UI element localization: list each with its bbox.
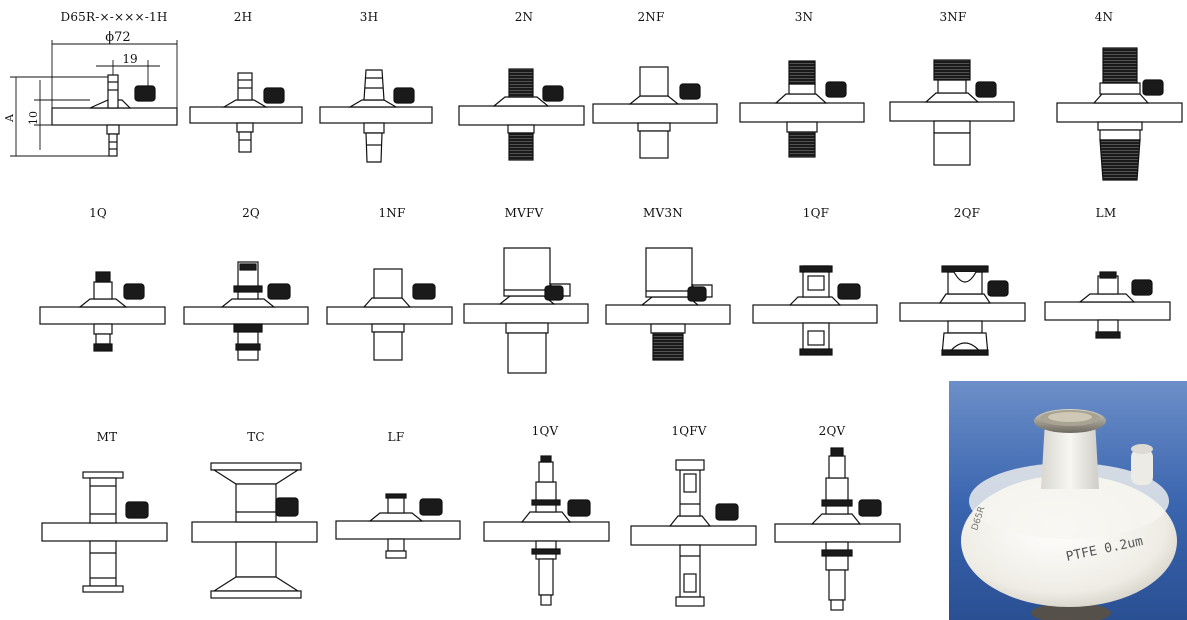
fitting-1qv: [483, 455, 610, 606]
label-tc: TC: [247, 430, 265, 444]
fitting-1qfv: [630, 459, 757, 607]
fitting-4n: [1056, 47, 1183, 181]
fitting-2qv: [774, 447, 901, 611]
fitting-1h: [51, 74, 178, 157]
label-2qf: 2QF: [953, 206, 981, 220]
dim-height: 10: [27, 111, 40, 125]
label-mt: MT: [96, 430, 118, 444]
label-1q: 1Q: [89, 206, 107, 220]
label-2q: 2Q: [242, 206, 260, 220]
label-mvfv: MVFV: [504, 206, 544, 220]
label-4n: 4N: [1094, 10, 1114, 24]
fitting-mt: [41, 471, 168, 593]
fitting-2nf: [592, 66, 718, 159]
fitting-mvfv: [463, 247, 589, 374]
label-2nf: 2NF: [637, 10, 665, 24]
fitting-lm: [1044, 271, 1171, 339]
fitting-tc: [191, 462, 318, 599]
fitting-3n: [739, 60, 865, 158]
label-1h: D65R-×-×××-1H: [60, 10, 168, 24]
label-2qv: 2QV: [818, 424, 846, 438]
fitting-2n: [458, 68, 585, 161]
fitting-mv3n: [605, 247, 731, 361]
fitting-1nf: [326, 268, 453, 361]
dim-overall: A: [3, 113, 16, 123]
fitting-2h: [189, 72, 303, 153]
label-2h: 2H: [233, 10, 253, 24]
fitting-1q: [39, 271, 166, 352]
fitting-2q: [183, 261, 309, 361]
label-3n: 3N: [794, 10, 814, 24]
dim-diameter: ϕ72: [105, 30, 130, 45]
label-3h: 3H: [359, 10, 379, 24]
label-1nf: 1NF: [378, 206, 406, 220]
fitting-lf: [335, 493, 461, 559]
fitting-1qf: [752, 265, 878, 356]
dim-offset: 19: [122, 52, 137, 66]
label-2n: 2N: [514, 10, 534, 24]
label-lf: LF: [387, 430, 405, 444]
fitting-2qf: [899, 265, 1026, 356]
label-mv3n: MV3N: [643, 206, 683, 220]
label-1qfv: 1QFV: [671, 424, 707, 438]
label-1qv: 1QV: [531, 424, 559, 438]
dimension-lines: [10, 40, 178, 157]
label-1qf: 1QF: [802, 206, 830, 220]
product-photo: PTFE 0.2um D65R: [949, 381, 1187, 620]
label-lm: LM: [1095, 206, 1117, 220]
label-3nf: 3NF: [939, 10, 967, 24]
fitting-3nf: [889, 59, 1015, 166]
fitting-3h: [319, 69, 433, 163]
